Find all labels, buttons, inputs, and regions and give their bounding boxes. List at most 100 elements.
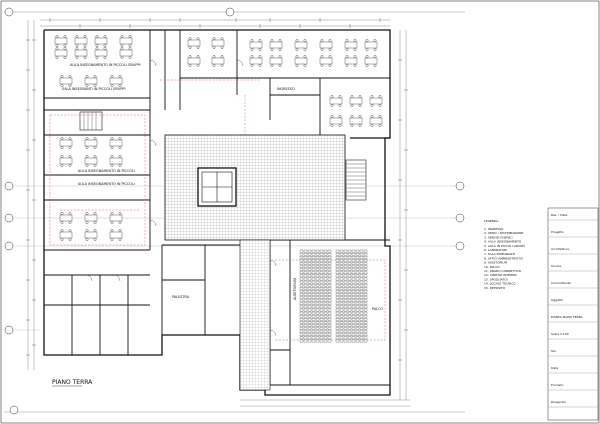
chair	[120, 44, 124, 47]
chair	[83, 35, 87, 38]
seat	[351, 299, 356, 302]
seat	[351, 262, 356, 265]
seat	[363, 280, 368, 284]
seat	[323, 252, 328, 256]
chair	[93, 137, 97, 140]
seat	[303, 262, 308, 265]
seat	[363, 308, 368, 312]
chair	[118, 221, 122, 224]
table	[369, 117, 383, 125]
legend-item: 2. ATRIO / DISTRIBUZIONE	[484, 231, 523, 235]
table	[84, 139, 98, 147]
seat	[303, 265, 308, 268]
seat	[315, 271, 320, 275]
chair	[278, 48, 282, 51]
seat	[359, 296, 364, 299]
chair	[110, 84, 114, 87]
room-label: AULA INSEGNAMENTO IN PICCOLI	[78, 182, 135, 186]
chair	[370, 124, 374, 127]
seat	[327, 271, 332, 275]
table	[294, 57, 308, 65]
seat	[351, 302, 356, 306]
table	[84, 231, 98, 239]
seat	[315, 336, 320, 340]
seat	[335, 330, 340, 333]
seat	[347, 318, 352, 321]
seat	[355, 302, 360, 306]
seat	[323, 324, 328, 327]
seat	[315, 290, 320, 293]
seat	[311, 318, 316, 321]
chair	[60, 221, 64, 224]
seat	[347, 293, 352, 296]
chair	[55, 44, 59, 47]
chair	[110, 229, 114, 232]
chair	[93, 84, 97, 87]
chair	[212, 37, 216, 40]
seat	[327, 299, 332, 302]
seat	[307, 321, 312, 324]
seat	[363, 333, 368, 337]
table	[119, 49, 133, 57]
chair	[85, 155, 89, 158]
seat	[363, 256, 368, 259]
chair	[212, 46, 216, 49]
room-label: AULA INSEGNAMENTO IN PICCOLI	[78, 169, 135, 173]
chair	[118, 229, 122, 232]
seat	[359, 327, 364, 330]
seat	[335, 327, 340, 330]
seat	[359, 311, 364, 315]
chair	[365, 48, 369, 51]
seat	[327, 324, 332, 327]
seat	[327, 252, 332, 256]
seat	[339, 293, 344, 296]
seat	[351, 280, 356, 284]
seat	[339, 314, 344, 318]
chair	[110, 212, 114, 215]
table	[211, 39, 225, 47]
seat	[311, 290, 316, 293]
seat	[343, 311, 348, 315]
chair	[128, 47, 132, 50]
seat	[311, 305, 316, 309]
chair	[338, 124, 342, 127]
seat	[339, 249, 344, 253]
seat	[303, 252, 308, 256]
table	[349, 117, 363, 125]
chair	[118, 212, 122, 215]
table	[59, 214, 73, 222]
seat	[351, 277, 356, 281]
table	[319, 41, 333, 49]
legend-item: 15. DEPOSITO	[484, 286, 506, 290]
seat	[355, 305, 360, 309]
seat	[339, 299, 344, 302]
seat	[339, 256, 344, 259]
seat	[307, 299, 312, 302]
chair	[68, 84, 72, 87]
chair	[303, 48, 307, 51]
seat	[299, 305, 304, 309]
chair	[328, 48, 332, 51]
chair	[83, 44, 87, 47]
seat	[359, 283, 364, 287]
chair	[128, 44, 132, 47]
seat	[327, 318, 332, 321]
seat	[339, 274, 344, 278]
title-block-row: Formato	[551, 383, 564, 387]
seat	[327, 327, 332, 330]
chair	[55, 47, 59, 50]
seat	[327, 280, 332, 284]
legend-item: 8. UFFICI AMMINISTRATIVI	[484, 256, 523, 260]
seat	[343, 271, 348, 275]
seat	[327, 302, 332, 306]
chair	[93, 221, 97, 224]
seat	[311, 330, 316, 333]
chair	[270, 39, 274, 42]
seat	[351, 336, 356, 340]
seat	[363, 305, 368, 309]
seat	[307, 280, 312, 284]
seat	[347, 330, 352, 333]
seat	[355, 314, 360, 318]
seat	[335, 256, 340, 259]
